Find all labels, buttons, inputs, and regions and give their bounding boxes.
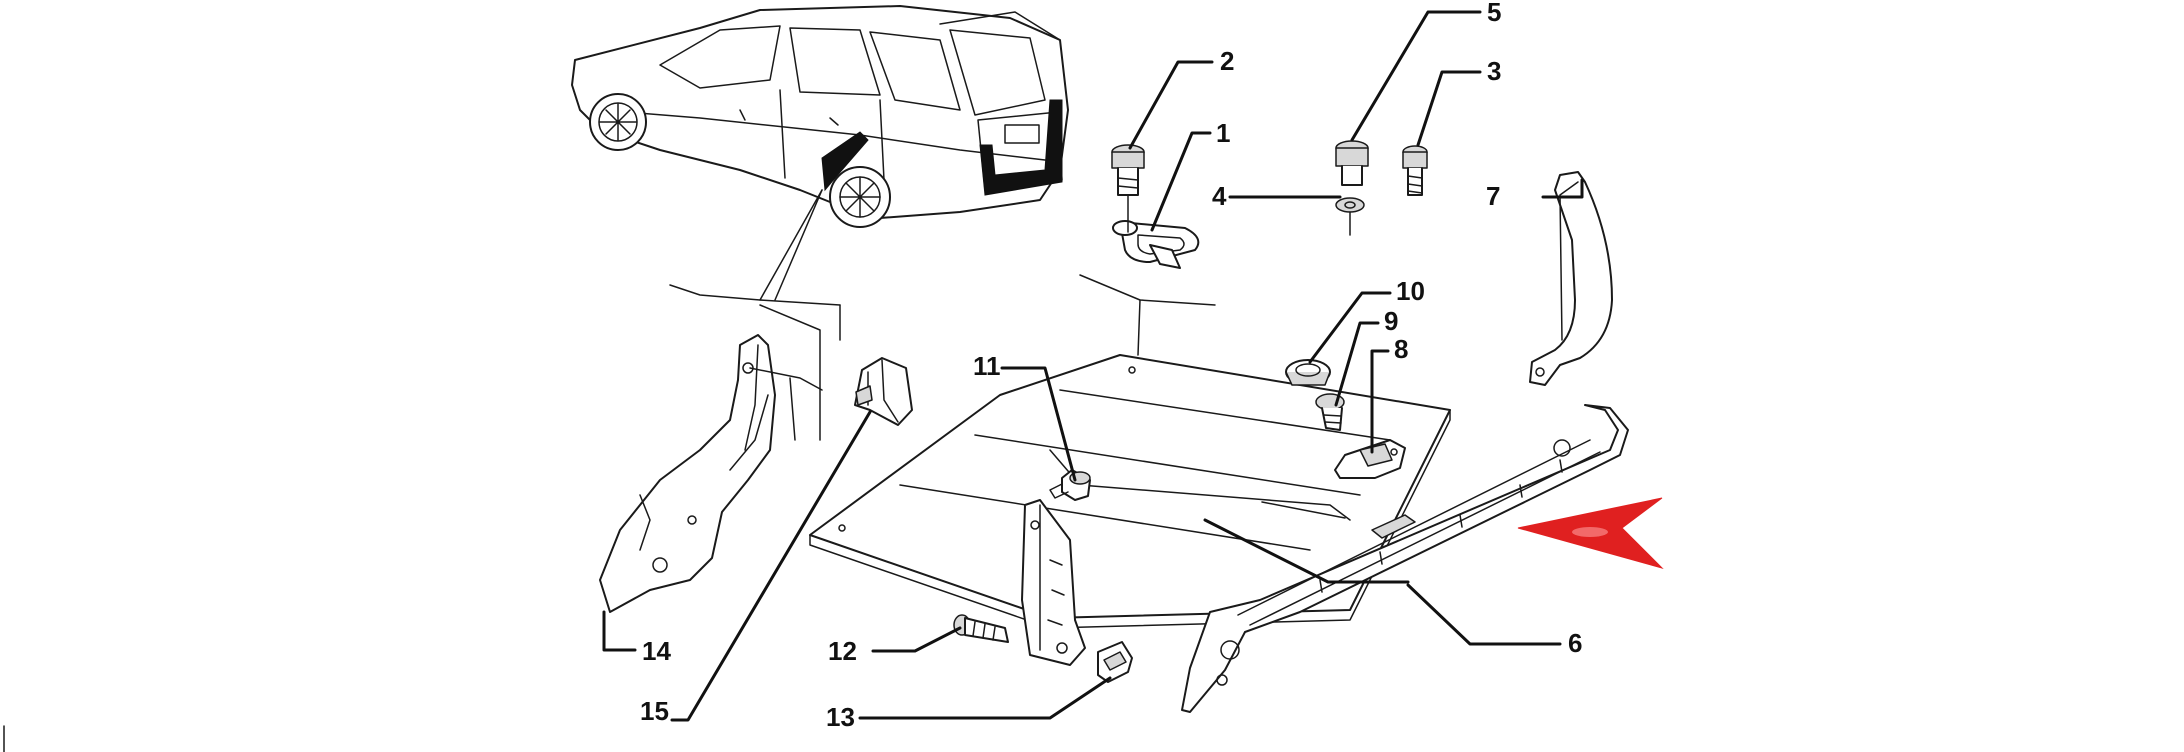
callout-leader-lines bbox=[602, 10, 1584, 722]
station-wagon-car-icon bbox=[571, 5, 1069, 301]
part-3-screw bbox=[1402, 145, 1428, 196]
centre-upright-bracket bbox=[1021, 499, 1086, 666]
part-4-washer bbox=[1335, 197, 1365, 236]
callout-6: 6 bbox=[1568, 628, 1582, 658]
part-7-side-bracket bbox=[1529, 171, 1613, 386]
callout-5: 5 bbox=[1487, 0, 1501, 27]
callout-9: 9 bbox=[1384, 306, 1398, 336]
callout-12: 12 bbox=[828, 636, 857, 666]
part-13-small-clip bbox=[1097, 641, 1133, 683]
callout-11: 11 bbox=[973, 351, 1001, 381]
callout-labels: 2 1 5 3 4 7 10 9 8 11 6 12 13 14 15 bbox=[640, 0, 1582, 732]
part-12-screw bbox=[953, 614, 1009, 643]
part-8-latch bbox=[1334, 439, 1406, 479]
callout-7: 7 bbox=[1486, 181, 1500, 211]
load-floor-panel bbox=[809, 354, 1451, 629]
callout-4: 4 bbox=[1212, 181, 1227, 211]
red-arrow-pointer-icon bbox=[1517, 497, 1664, 569]
callout-10: 10 bbox=[1396, 276, 1425, 306]
callout-15: 15 bbox=[640, 696, 669, 726]
callout-1: 1 bbox=[1216, 118, 1230, 148]
part-10-grommet-cap bbox=[1285, 359, 1331, 386]
callout-2: 2 bbox=[1220, 46, 1234, 76]
callout-13: 13 bbox=[826, 702, 855, 732]
part-5-stud bbox=[1335, 140, 1369, 186]
part-14-wheel-arch-panel bbox=[599, 334, 823, 613]
part-1-tie-down-ring bbox=[1112, 220, 1200, 269]
part-2-bolt bbox=[1111, 144, 1145, 233]
guide-lines bbox=[669, 274, 1216, 441]
callout-14: 14 bbox=[642, 636, 671, 666]
part-6-sill-trim bbox=[1181, 404, 1629, 713]
part-15-clip-bracket bbox=[854, 357, 913, 426]
callout-8: 8 bbox=[1394, 334, 1408, 364]
callout-3: 3 bbox=[1487, 56, 1501, 86]
